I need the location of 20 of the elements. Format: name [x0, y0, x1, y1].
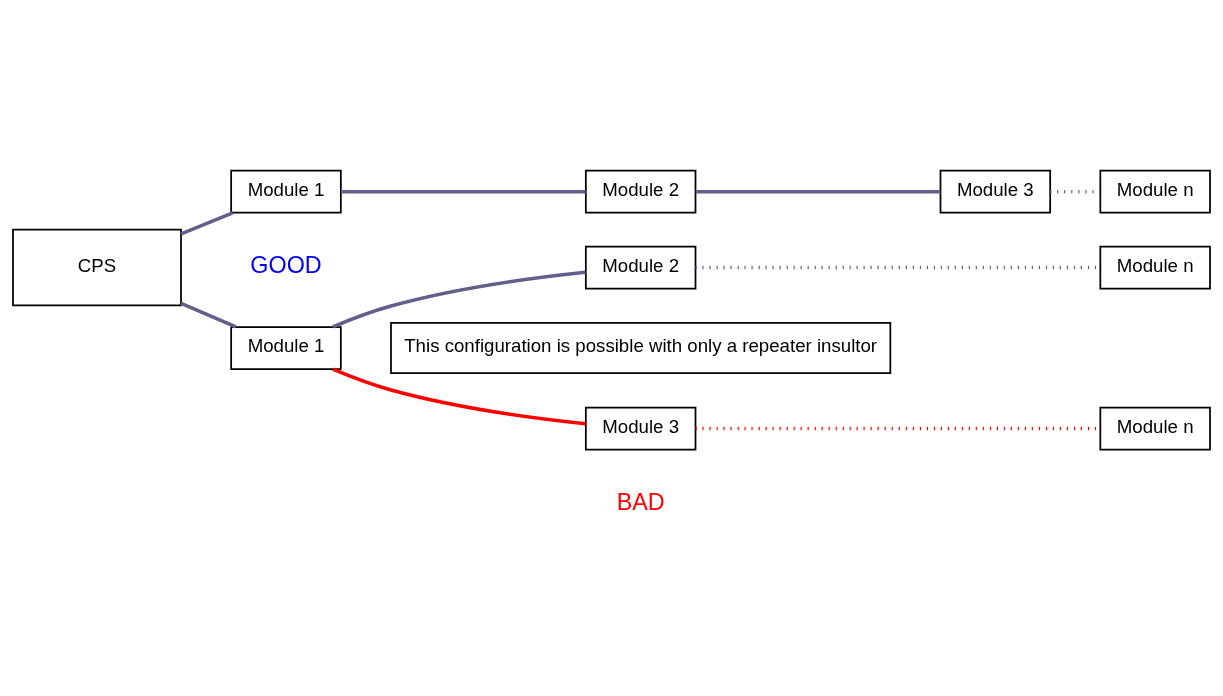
- label: BAD: [616, 489, 665, 516]
- node-box: Module 1: [230, 169, 342, 214]
- connector: [1050, 189, 1100, 194]
- node-box: CPS: [12, 228, 182, 307]
- node-box: Module 1: [230, 326, 342, 370]
- node-box: Module n: [1099, 406, 1211, 451]
- connector: [332, 270, 586, 329]
- connector: [341, 189, 586, 194]
- connector: [695, 189, 941, 194]
- connector: [332, 367, 586, 426]
- node-box: Module n: [1099, 169, 1211, 214]
- node-box: Module 3: [939, 169, 1052, 214]
- node-box: Module 3: [584, 406, 697, 451]
- node-box: Module 2: [584, 245, 697, 290]
- connector: [180, 301, 237, 329]
- connector: [180, 211, 234, 236]
- node-box: Module 2: [584, 169, 697, 214]
- node-box: This configuration is possible with only a repeater insultor: [390, 322, 892, 374]
- node-box: Module n: [1099, 245, 1211, 290]
- label: GOOD: [250, 252, 322, 279]
